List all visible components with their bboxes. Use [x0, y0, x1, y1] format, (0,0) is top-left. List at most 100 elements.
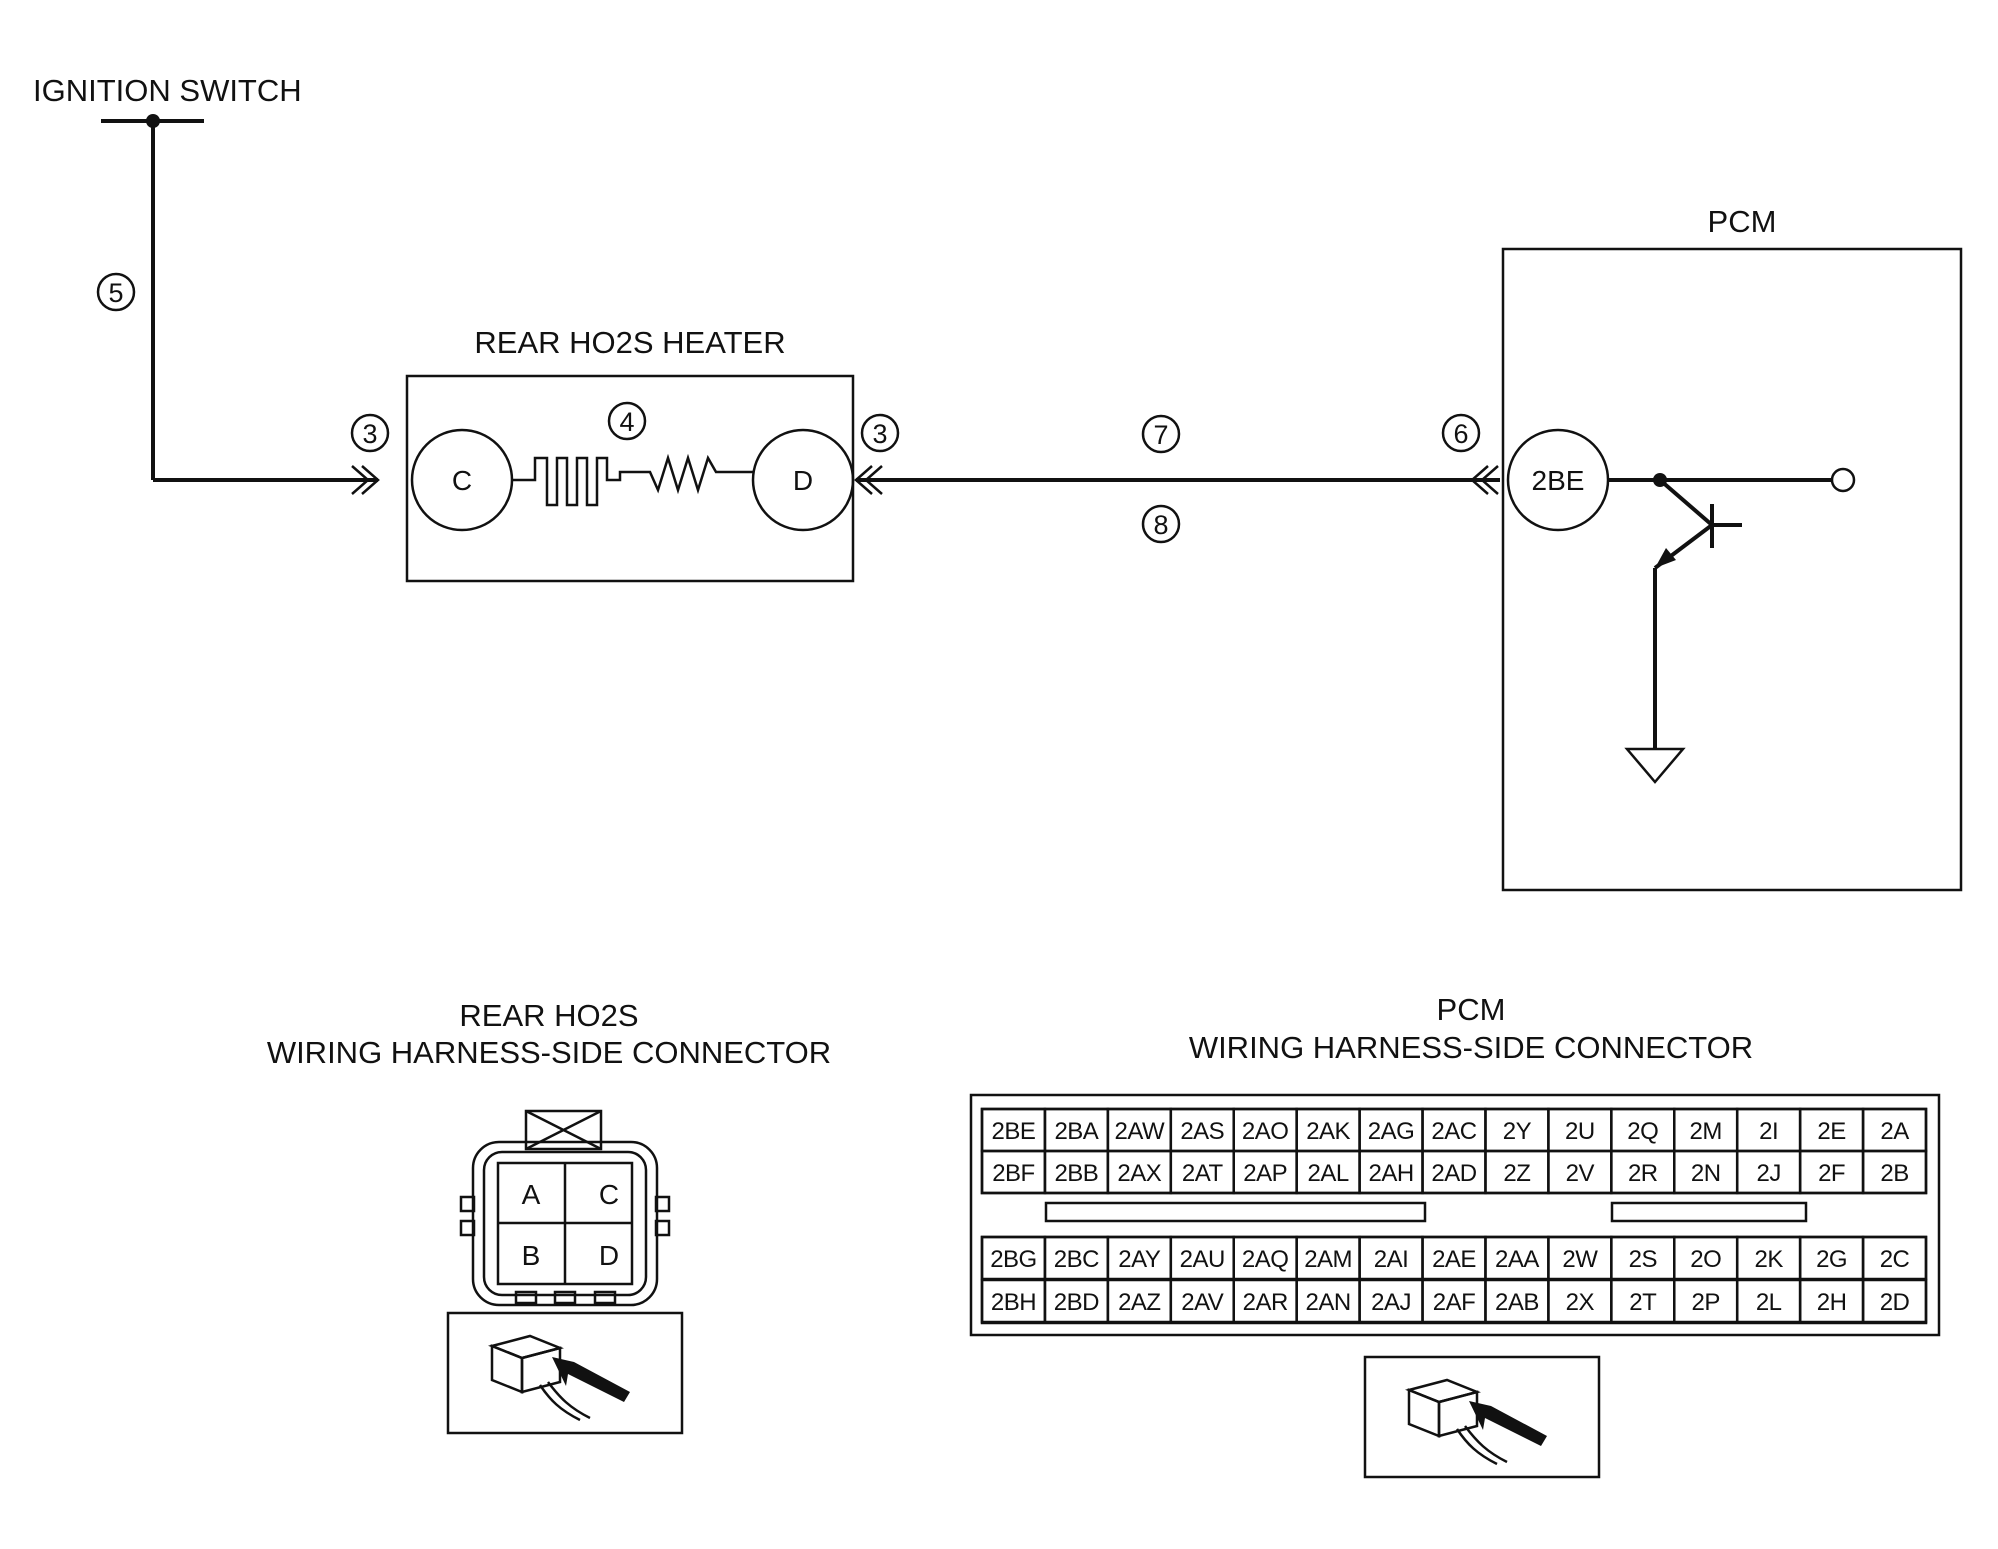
pcm-pin-label: 2AW: [1115, 1118, 1165, 1145]
pcm-pin-label: 2BD: [1054, 1289, 1099, 1316]
ignition-switch-label: IGNITION SWITCH: [33, 73, 302, 108]
pcm-pin-label: 2G: [1816, 1246, 1847, 1273]
pcm-pin-label: 2AA: [1495, 1246, 1539, 1273]
ho2s-view-direction-icon: [446, 1311, 684, 1435]
pcm-transistor-symbol: [1653, 478, 1742, 748]
pcm-pin-label: 2R: [1628, 1160, 1658, 1187]
pcm-pin-label: 2AE: [1432, 1246, 1476, 1273]
ho2s-pin-b: B: [522, 1240, 541, 1271]
callout-4: 4: [607, 401, 647, 441]
ho2s-connector-title-2: WIRING HARNESS-SIDE CONNECTOR: [267, 1035, 831, 1070]
heater-pin-c: C: [410, 428, 514, 532]
callout-3-right: 3: [860, 413, 900, 453]
pcm-pin-label: 2P: [1692, 1289, 1720, 1316]
pcm-pin-label: 2AN: [1306, 1289, 1351, 1316]
pcm-pin-label: 2AV: [1181, 1289, 1224, 1316]
pcm-pin-label: 2X: [1566, 1289, 1595, 1316]
heater-resistor-symbol: [640, 453, 753, 495]
pcm-pin-label: 2AY: [1118, 1246, 1161, 1273]
pcm-connector-key-left: [1044, 1201, 1427, 1223]
pcm-pin-label: 2Z: [1503, 1160, 1530, 1187]
pcm-pin-label: 2Y: [1503, 1118, 1532, 1145]
pcm-pin-label: 2AZ: [1118, 1289, 1161, 1316]
svg-text:8: 8: [1153, 510, 1168, 540]
pcm-pin-label: 2H: [1817, 1289, 1847, 1316]
pcm-pin-label: 2B: [1880, 1160, 1908, 1187]
pcm-pin-label: 2AF: [1433, 1289, 1476, 1316]
svg-text:7: 7: [1153, 420, 1168, 450]
pcm-pin-label: 2AQ: [1242, 1246, 1289, 1273]
heater-element-symbol: [512, 456, 640, 507]
ground-symbol: [1624, 747, 1686, 784]
pcm-connector-title-2: WIRING HARNESS-SIDE CONNECTOR: [1189, 1030, 1753, 1065]
heater-label: REAR HO2S HEATER: [474, 325, 785, 360]
svg-text:6: 6: [1453, 419, 1468, 449]
pcm-pin-label: 2AC: [1431, 1118, 1476, 1145]
pcm-pin-label: 2AX: [1117, 1160, 1161, 1187]
pcm-connector-key-right: [1610, 1201, 1808, 1223]
pcm-pin-label: 2BH: [991, 1289, 1036, 1316]
ho2s-pin-d: D: [599, 1240, 619, 1271]
pcm-pin-label: 2AB: [1495, 1289, 1539, 1316]
ho2s-connector-title-1: REAR HO2S: [459, 998, 638, 1033]
pcm-pin-label: 2BE: [992, 1118, 1036, 1145]
pcm-pin-label: 2BG: [990, 1246, 1037, 1273]
pcm-pin-label: 2AK: [1306, 1118, 1350, 1145]
pcm-pin-label: 2AI: [1374, 1246, 1409, 1273]
pcm-pin-label: 2AT: [1182, 1160, 1224, 1187]
pcm-pin-label: 2T: [1629, 1289, 1657, 1316]
callout-3-left: 3: [350, 413, 390, 453]
callout-6: 6: [1441, 413, 1481, 453]
pcm-pin-label: 2AH: [1368, 1160, 1413, 1187]
pcm-pin-label: 2N: [1691, 1160, 1721, 1187]
pcm-pin-label: 2W: [1562, 1246, 1598, 1273]
pcm-pin-label: 2AJ: [1371, 1289, 1411, 1316]
svg-text:D: D: [793, 465, 813, 496]
pcm-pin-label: 2AR: [1243, 1289, 1288, 1316]
pcm-pin-label: 2S: [1629, 1246, 1657, 1273]
pcm-pin-label: 2BF: [992, 1160, 1035, 1187]
pcm-label: PCM: [1708, 204, 1777, 239]
svg-text:3: 3: [872, 419, 887, 449]
pcm-pin-label: 2E: [1817, 1118, 1845, 1145]
pcm-pin-cell: [1861, 1278, 1928, 1324]
pcm-pin-label: 2AO: [1242, 1118, 1289, 1145]
pcm-pin-label: 2BC: [1054, 1246, 1099, 1273]
svg-text:3: 3: [362, 419, 377, 449]
pcm-pin-label: 2I: [1759, 1118, 1778, 1145]
svg-text:5: 5: [108, 278, 123, 308]
pcm-pin-label: 2AM: [1304, 1246, 1352, 1273]
pcm-view-direction-icon: [1363, 1355, 1601, 1479]
svg-text:4: 4: [619, 407, 634, 437]
pcm-pin-label: 2AS: [1180, 1118, 1224, 1145]
pcm-pin-label: 2C: [1880, 1246, 1910, 1273]
svg-text:2BE: 2BE: [1532, 465, 1585, 496]
pcm-pin-label: 2BA: [1054, 1118, 1098, 1145]
heater-pin-d: D: [751, 428, 855, 532]
pcm-pin-label: 2A: [1880, 1118, 1909, 1145]
pcm-pin-label: 2V: [1566, 1160, 1595, 1187]
pcm-pin-label: 2AU: [1180, 1246, 1225, 1273]
svg-text:C: C: [452, 465, 472, 496]
callout-5: 5: [96, 272, 136, 312]
pcm-pin-label: 2O: [1690, 1246, 1721, 1273]
pcm-pin-label: 2K: [1754, 1246, 1783, 1273]
pcm-connector-frame: [969, 1093, 1941, 1337]
pcm-pin-label: 2AD: [1431, 1160, 1476, 1187]
ho2s-pin-a: A: [522, 1179, 541, 1210]
pcm-pin-label: 2AG: [1368, 1118, 1415, 1145]
connector-arrow-left: [351, 465, 380, 495]
pcm-pin-label: 2L: [1756, 1289, 1782, 1316]
pcm-pin-label: 2D: [1880, 1289, 1910, 1316]
pcm-pin-2be: 2BE: [1506, 428, 1610, 532]
pcm-pin-label: 2J: [1756, 1160, 1780, 1187]
pcm-box: [1501, 247, 1963, 892]
pcm-pin-label: 2AP: [1243, 1160, 1287, 1187]
pcm-pin-label: 2F: [1818, 1160, 1845, 1187]
pcm-terminal-circle: [1830, 467, 1856, 493]
pcm-pin-label: 2U: [1565, 1118, 1595, 1145]
connector-arrow-pcm: [1470, 465, 1499, 495]
pcm-pin-label: 2M: [1690, 1118, 1722, 1145]
